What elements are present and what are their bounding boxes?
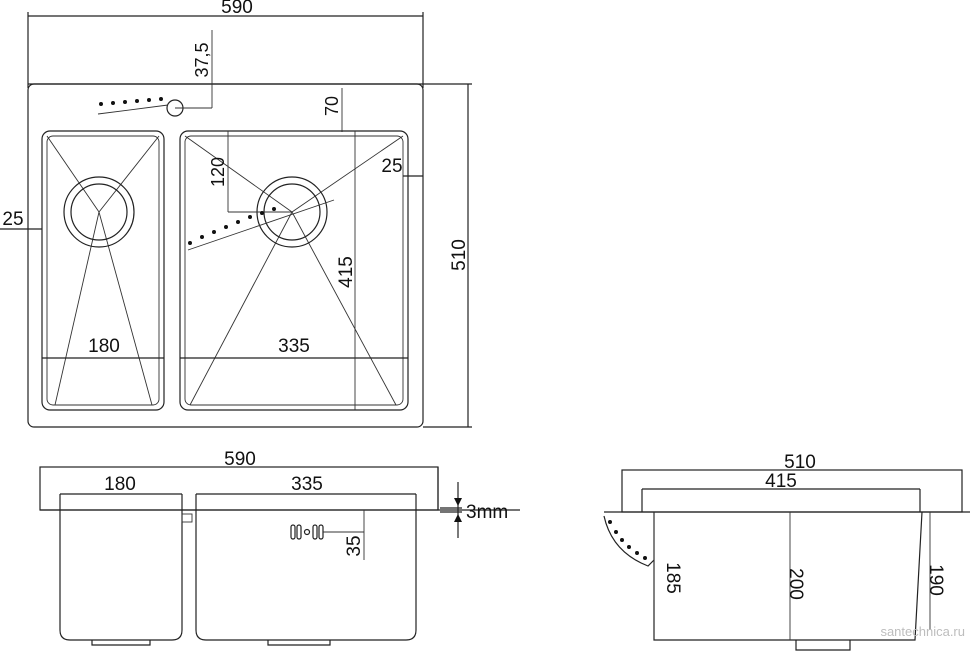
- divider-label: 120: [208, 157, 228, 187]
- front-small-bowl: [59, 494, 183, 641]
- thickness-label: 3mm: [466, 502, 508, 523]
- front-small-bowl-label: 180: [104, 474, 136, 495]
- large-bowl-width-label: 335: [278, 336, 310, 357]
- side-view: 510 415 185 200 190: [603, 452, 970, 651]
- faucet-offset-label: 37,5: [192, 42, 212, 77]
- small-bowl-drain: [63, 176, 135, 248]
- top-view: 590 510 37,5 70 180: [0, 0, 472, 428]
- front-large-bowl: [195, 494, 417, 641]
- side-overall-depth-label: 510: [784, 452, 816, 473]
- side-front-height-label: 185: [662, 562, 683, 594]
- top-overall-width-label: 590: [221, 0, 253, 18]
- front-overall-width-label: 590: [224, 449, 256, 470]
- large-bowl-outline: [179, 130, 409, 411]
- side-bowl-height-label: 200: [785, 568, 806, 600]
- side-rear-height-label: 190: [925, 564, 946, 596]
- front-view: 590 3mm 180 335 35: [39, 449, 520, 646]
- front-deck: [39, 466, 439, 511]
- left-edge-label: 25: [2, 209, 23, 230]
- overflow-height-label: 35: [344, 535, 365, 556]
- deck-depth-label: 70: [322, 96, 342, 116]
- front-large-bowl-label: 335: [291, 474, 323, 495]
- right-edge-label: 25: [381, 156, 402, 177]
- top-sink-outline: [27, 83, 424, 428]
- side-overflow: [603, 515, 655, 567]
- overflow-slot: [290, 524, 324, 540]
- small-bowl-outline: [41, 130, 165, 411]
- bowl-depth-label: 415: [336, 256, 357, 288]
- watermark: santechnica.ru: [880, 624, 965, 639]
- top-overall-depth-label: 510: [449, 239, 470, 271]
- small-bowl-width-label: 180: [88, 336, 120, 357]
- side-bowl-depth-label: 415: [765, 471, 797, 492]
